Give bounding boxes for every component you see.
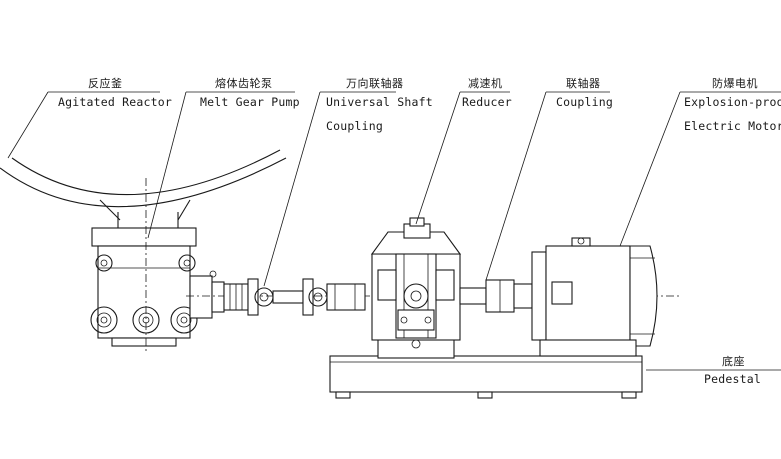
reactor-label-en: Agitated Reactor <box>58 95 172 109</box>
coupling-label-en: Coupling <box>556 95 613 109</box>
melt-pump-label-en: Melt Gear Pump <box>200 95 300 109</box>
leader-lines <box>7 91 781 371</box>
pedestal-label-en: Pedestal <box>704 372 761 386</box>
pedestal <box>329 355 643 399</box>
melt-pump-label-zh: 熔体齿轮泵 <box>215 77 273 90</box>
reactor-label-zh: 反应釜 <box>88 77 123 90</box>
universal-coupling-label-en-2: Coupling <box>326 119 383 133</box>
coupling-label-zh: 联轴器 <box>566 77 601 90</box>
reducer-label-zh: 减速机 <box>468 77 503 90</box>
explosion-proof-motor <box>531 237 658 357</box>
motor-label-en-2: Electric Motor <box>684 119 781 133</box>
universal-coupling-label-en-1: Universal Shaft <box>326 95 433 109</box>
reducer-label-en: Reducer <box>462 95 512 109</box>
motor-label-en-1: Explosion-proof <box>684 95 781 109</box>
coupling <box>485 279 533 313</box>
pedestal-label-zh: 底座 <box>722 355 745 368</box>
universal-shaft-coupling <box>223 278 366 316</box>
agitated-reactor <box>0 149 287 230</box>
universal-coupling-label-zh: 万向联轴器 <box>346 77 404 90</box>
motor-label-zh: 防爆电机 <box>712 77 758 90</box>
melt-gear-pump <box>90 178 225 352</box>
reducer <box>370 217 487 359</box>
